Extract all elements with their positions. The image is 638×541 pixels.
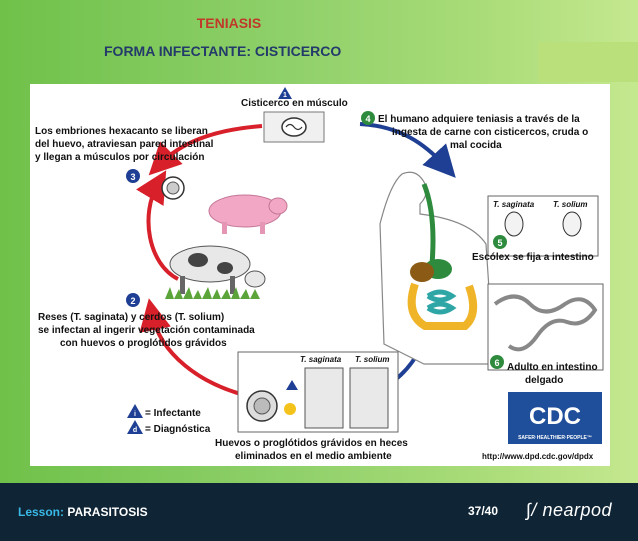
stage-6-number: 6 (494, 358, 499, 368)
stage-5: T. saginata T. solium 5 Escólex se fija … (472, 195, 599, 263)
stage-1: 1 Cisticerco en músculo (241, 87, 348, 143)
esophagus (421, 183, 436, 265)
stage-3-line3: y llegan a músculos por circulación (35, 152, 205, 163)
stage-5-species-2: T. solium (553, 200, 588, 209)
small-intestine (426, 289, 457, 315)
stage-3: Los embriones hexacanto se liberan del h… (35, 126, 214, 200)
lesson-name: PARASITOSIS (67, 505, 148, 519)
cow-image (165, 245, 266, 299)
stage-6-badge (490, 355, 504, 369)
stage-4-line2: ingesta de carne con cisticercos, cruda … (392, 127, 588, 138)
cycle-arrow-red-left (136, 170, 179, 281)
legend-diagnostic-symbol: d (133, 427, 137, 434)
stage-2: 2 Reses (T. saginata) y cerdos (T. soliu… (38, 293, 255, 349)
slide-subtitle: FORMA INFECTANTE: CISTICERCO (104, 43, 342, 59)
stage-6: 6 Adulto en intestino delgado (487, 283, 604, 386)
stage-3-badge (126, 169, 140, 183)
eggs-line1: Huevos o proglótidos grávidos en heces (215, 438, 408, 449)
infective-stage-icon (278, 87, 292, 99)
large-intestine (407, 282, 478, 330)
cycle-arrow-red-top (148, 124, 263, 176)
eggs-proglottids: T. saginata T. solium Huevos o proglótid… (215, 351, 408, 462)
stage-2-line2: se infectan al ingerir vegetación contam… (38, 325, 255, 336)
legend-infective-label: = Infectante (145, 408, 201, 419)
adult-worm-icon (493, 294, 598, 352)
proglottid-solium-icon (349, 367, 389, 429)
accent-block (538, 42, 638, 82)
nearpod-logo-icon: ∫/ (526, 500, 537, 520)
cdc-logo-text: CDC (529, 403, 581, 430)
cdc-logo-box (508, 392, 602, 444)
scolex-saginata-icon (504, 211, 524, 237)
life-cycle-diagram: 1 Cisticerco en músculo Los embriones he… (35, 87, 604, 462)
human-torso-image (379, 171, 495, 365)
stage-4-line1: El humano adquiere teniasis a través de … (378, 114, 580, 125)
stage-5-number: 5 (497, 238, 502, 248)
stage-1-label: Cisticerco en músculo (241, 98, 348, 109)
lesson-label: Lesson: (18, 505, 65, 519)
life-cycle-figure: 1 Cisticerco en músculo Los embriones he… (30, 84, 610, 466)
stage-5-label: Escólex se fija a intestino (472, 252, 594, 263)
stage-3-number: 3 (130, 172, 135, 182)
eggs-line2: eliminados en el medio ambiente (235, 451, 392, 462)
cdc-url[interactable]: http://www.dpd.cdc.gov/dpdx (482, 452, 594, 461)
nearpod-brand: ∫/ nearpod (526, 500, 612, 521)
legend-diagnostic-icon (127, 420, 143, 434)
legend-infective-icon (127, 404, 143, 418)
stage-1-egg-badge (284, 403, 296, 415)
legend-diagnostic-label: = Diagnóstica (145, 424, 211, 435)
lesson-info: Lesson: PARASITOSIS (18, 505, 148, 519)
stage-6-line1: Adulto en intestino (507, 362, 598, 373)
stage-4-line3: mal cocida (450, 140, 502, 151)
cdc-logo: CDC SAFER·HEALTHIER·PEOPLE™ http://www.d… (482, 392, 602, 461)
stage-2-line3: con huevos o proglótidos grávidos (60, 338, 227, 349)
diagnostic-stage-icon (286, 380, 298, 390)
slide: TENIASIS FORMA INFECTANTE: CISTICERCO 1 … (0, 0, 638, 483)
stage-1-number: 1 (283, 92, 287, 99)
cycle-arrow-blue-top (359, 122, 456, 178)
cdc-tagline: SAFER·HEALTHIER·PEOPLE™ (518, 435, 592, 441)
slide-title: TENIASIS (196, 15, 262, 31)
stage-5-badge (493, 235, 507, 249)
legend-infective-symbol: i (134, 411, 136, 418)
stage-3-line2: del huevo, atraviesan pared intestinal (35, 139, 214, 150)
scolex-solium-icon (562, 211, 582, 237)
stage-3-line1: Los embriones hexacanto se liberan (35, 126, 208, 137)
footer-bar: Lesson: PARASITOSIS 37/40 ∫/ nearpod (0, 483, 638, 541)
stage-2-number: 2 (130, 296, 135, 306)
stage-2-line1: Reses (T. saginata) y cerdos (T. solium) (38, 312, 224, 323)
eggs-species-1: T. saginata (300, 355, 342, 364)
legend: i = Infectante d = Diagnóstica (127, 404, 211, 435)
page-counter: 37/40 (468, 504, 499, 518)
nearpod-wordmark: nearpod (542, 500, 613, 520)
stage-4-badge (361, 111, 375, 125)
stage-4: 4 El humano adquiere teniasis a través d… (361, 111, 588, 151)
stage-6-line2: delgado (525, 375, 563, 386)
stage-4-number: 4 (365, 114, 370, 124)
cycle-arrow-red-bottom (139, 298, 249, 398)
pig-image (208, 194, 288, 234)
liver (410, 262, 434, 282)
eggs-species-2: T. solium (355, 355, 390, 364)
grass (165, 287, 260, 299)
stage-5-species-1: T. saginata (493, 200, 535, 209)
stage-2-badge (126, 293, 140, 307)
proglottid-saginata-icon (304, 367, 344, 429)
